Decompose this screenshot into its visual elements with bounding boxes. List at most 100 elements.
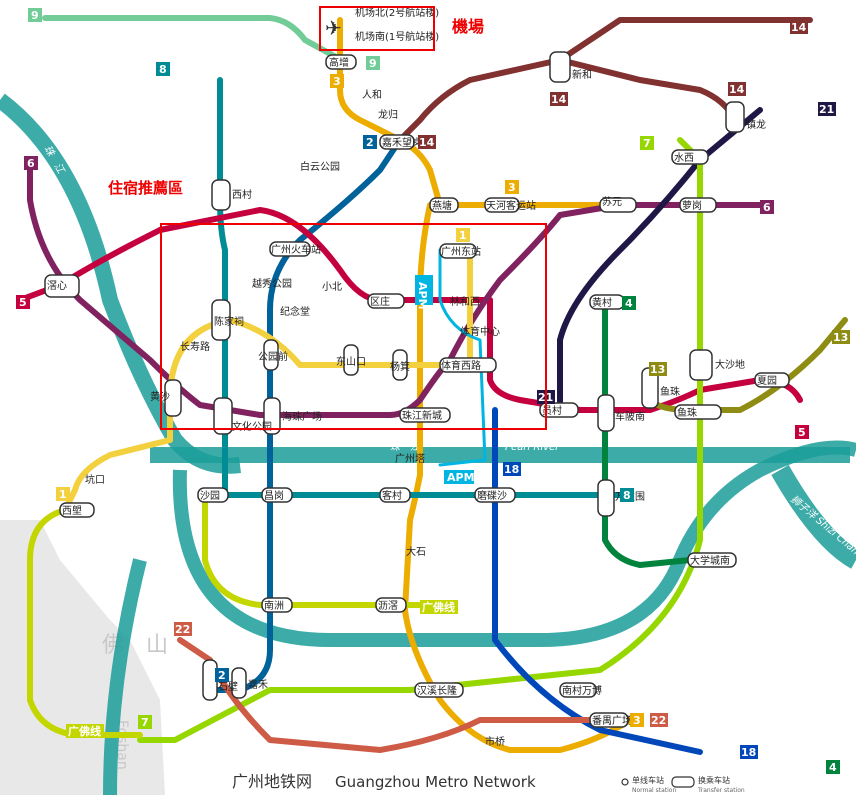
- line-badge-6b-bg[interactable]: [760, 200, 774, 214]
- line-badge-9b-bg[interactable]: [366, 56, 380, 70]
- station-label: 文化公园: [232, 420, 272, 433]
- line-badge-13-bg[interactable]: [649, 362, 667, 376]
- line-badge-14d-bg[interactable]: [728, 82, 746, 96]
- station-label: 机场南(1号航站楼): [355, 30, 439, 43]
- line-badge-2b[interactable]: 2: [218, 669, 226, 682]
- line-badge-3c-bg[interactable]: [630, 713, 644, 727]
- line-badge-7[interactable]: 7: [643, 137, 651, 150]
- line-badge-8b[interactable]: 8: [623, 489, 631, 502]
- line-badge-7b-bg[interactable]: [138, 715, 152, 729]
- station-marker: [597, 479, 615, 517]
- line-badge-4[interactable]: 4: [625, 297, 633, 310]
- apm-badge-bottom-bg[interactable]: [444, 470, 474, 484]
- river-label-zhujiang-2: 珠 江: [390, 441, 421, 453]
- line-badge-2[interactable]: 2: [366, 136, 374, 149]
- line-badge-5b[interactable]: 5: [798, 426, 806, 439]
- line-badge-14b-bg[interactable]: [790, 20, 808, 34]
- line-badge-21[interactable]: 21: [819, 103, 834, 116]
- apm-badge-top[interactable]: APM: [416, 282, 429, 310]
- station-label: 南洲: [264, 599, 284, 612]
- line-badge-14d[interactable]: 14: [729, 83, 745, 96]
- line-badge-4b-bg[interactable]: [826, 760, 840, 774]
- line-badge-1-bg[interactable]: [456, 228, 470, 242]
- station-label: 昌岗: [264, 490, 284, 502]
- line-badge-5[interactable]: 5: [19, 296, 27, 309]
- guangfo-badge-b-bg[interactable]: [66, 724, 104, 738]
- line-badge-1[interactable]: 1: [459, 229, 467, 242]
- line-badge-2-bg[interactable]: [363, 135, 377, 149]
- line-badge-18b-bg[interactable]: [740, 745, 758, 759]
- line-badge-21-bg[interactable]: [818, 102, 836, 116]
- line-badge-3b-bg[interactable]: [505, 180, 519, 194]
- station-label: 黄村: [592, 296, 612, 309]
- station-label: 白云公园: [300, 160, 340, 173]
- line-badge-4-bg[interactable]: [622, 296, 636, 310]
- line-badge-9-bg[interactable]: [28, 8, 42, 22]
- guangfo-badge-a[interactable]: 广佛线: [422, 600, 455, 614]
- line-badge-1b-bg[interactable]: [56, 487, 70, 501]
- line-badge-14c[interactable]: 14: [551, 93, 567, 106]
- station-marker: [261, 597, 293, 613]
- line-badge-6-bg[interactable]: [24, 156, 38, 170]
- line-badge-22b-bg[interactable]: [650, 713, 668, 727]
- station-label: 大沙地: [715, 358, 745, 371]
- line-badges[interactable]: 9 9 3 2 14 14 14 14 21 21 8 8 6 6 5 5 1 …: [16, 8, 850, 774]
- station-label: 天河客运站: [486, 199, 536, 212]
- line-badge-8[interactable]: 8: [159, 63, 167, 76]
- line-badge-7b[interactable]: 7: [141, 716, 149, 729]
- line-7: [137, 137, 703, 743]
- line-badge-22-bg[interactable]: [174, 622, 192, 636]
- line-badge-14b[interactable]: 14: [791, 21, 807, 34]
- station-marker: [392, 349, 408, 381]
- line-badge-13[interactable]: 13: [650, 363, 665, 376]
- line-badge-9[interactable]: 9: [31, 9, 39, 22]
- line-badge-8b-bg[interactable]: [620, 488, 634, 502]
- line-badge-3b[interactable]: 3: [508, 181, 516, 194]
- line-1: [62, 317, 443, 513]
- line-badge-2b-bg[interactable]: [215, 668, 229, 682]
- legend-transfer-station: 换乘车站: [698, 775, 730, 785]
- line-badge-3[interactable]: 3: [333, 75, 341, 88]
- line-badge-8-bg[interactable]: [156, 62, 170, 76]
- station-label: 海珠广场: [282, 410, 322, 423]
- line-badge-5-bg[interactable]: [16, 295, 30, 309]
- station-label: 南村万博: [562, 684, 602, 697]
- line-badge-22b[interactable]: 22: [651, 714, 666, 727]
- station-marker: [674, 404, 722, 420]
- station-marker: [474, 487, 516, 503]
- line-badge-4b[interactable]: 4: [829, 761, 837, 774]
- station-label: 西村: [232, 188, 252, 201]
- line-badge-3-bg[interactable]: [330, 74, 344, 88]
- guangfo-badge-a-bg[interactable]: [420, 600, 458, 614]
- line-badge-13b[interactable]: 13: [833, 331, 848, 344]
- guangfo-badge-b[interactable]: 广佛线: [68, 724, 101, 738]
- line-badge-6b[interactable]: 6: [763, 201, 771, 214]
- station-label: 体育西路: [441, 359, 481, 372]
- line-badge-18-bg[interactable]: [503, 462, 521, 476]
- line-badge-14[interactable]: 14: [419, 136, 435, 149]
- apm-badge-top-bg[interactable]: [415, 275, 433, 305]
- line-badge-22[interactable]: 22: [175, 623, 190, 636]
- line-apm: [438, 248, 487, 467]
- line-badge-1b[interactable]: 1: [59, 488, 67, 501]
- station-label: 水西: [674, 152, 694, 164]
- station-marker: [687, 552, 737, 568]
- apm-badge-bottom[interactable]: APM: [447, 471, 475, 484]
- line-badge-7-bg[interactable]: [640, 136, 654, 150]
- line-badge-18b[interactable]: 18: [741, 746, 756, 759]
- station-label: 车陂南: [615, 410, 645, 423]
- line-badge-14-bg[interactable]: [418, 135, 436, 149]
- station-marker: [263, 339, 279, 371]
- line-badge-5b-bg[interactable]: [795, 425, 809, 439]
- line-badge-18[interactable]: 18: [504, 463, 519, 476]
- legend-normal-station: 单线车站: [632, 775, 664, 785]
- line-badge-6[interactable]: 6: [27, 157, 35, 170]
- line-badge-3c[interactable]: 3: [633, 714, 641, 727]
- line-badge-14c-bg[interactable]: [550, 92, 568, 106]
- station-label: 燕塘: [432, 199, 452, 212]
- station-label: 嘉禾: [248, 678, 268, 691]
- lodging-highlight-box: [160, 223, 547, 430]
- line-badge-9b[interactable]: 9: [369, 57, 377, 70]
- line-badge-13b-bg[interactable]: [832, 330, 850, 344]
